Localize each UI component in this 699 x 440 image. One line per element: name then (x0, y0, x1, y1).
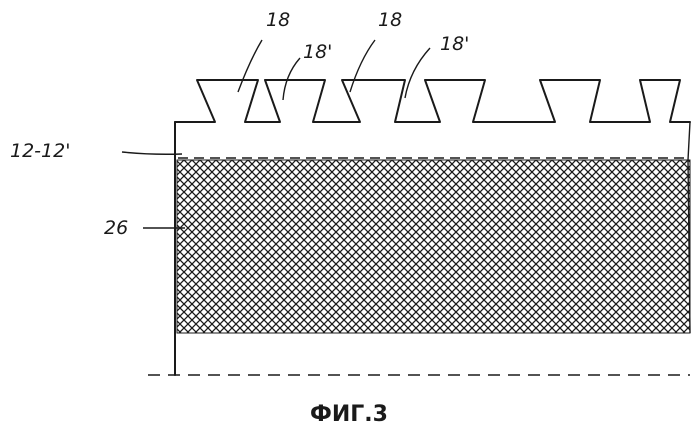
leader-18-a (238, 40, 262, 92)
dovetail-profile (175, 80, 690, 122)
figure-caption: ФИГ.3 (310, 402, 388, 427)
leader-18prime-b (405, 48, 430, 98)
label-18prime-a: 18' (303, 41, 332, 63)
mesh-layer (177, 160, 690, 333)
label-12-12prime: 12-12' (10, 140, 70, 162)
label-26: 26 (104, 217, 128, 239)
leader-18-b (350, 40, 375, 92)
label-18prime-b: 18' (440, 33, 469, 55)
leader-12 (122, 152, 182, 154)
label-18-a: 18 (266, 9, 290, 31)
label-18-b: 18 (378, 9, 402, 31)
